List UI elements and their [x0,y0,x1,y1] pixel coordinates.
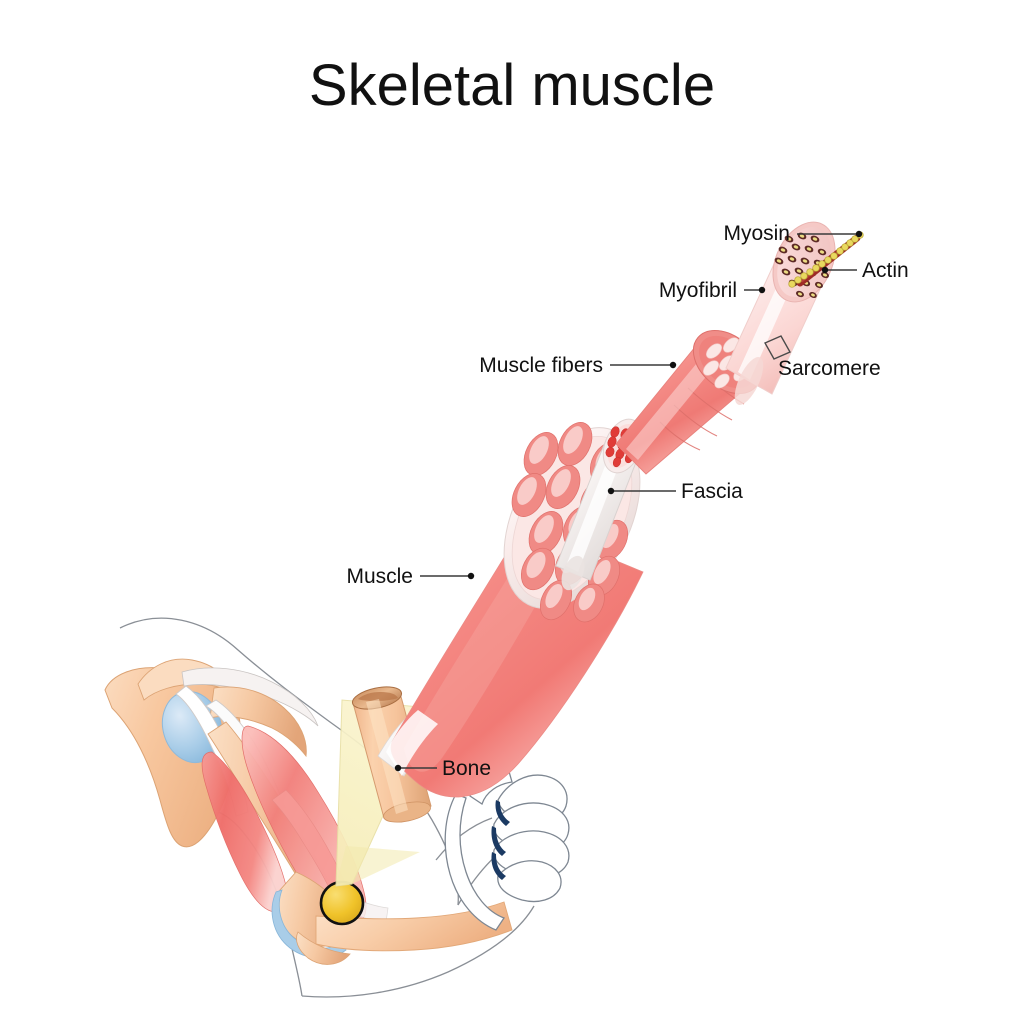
label-myosin: Myosin [723,222,863,245]
elbow-cartilage [271,889,347,959]
label-fascia: Fascia [607,480,743,503]
label-bone: Bone [394,757,491,780]
olecranon [296,931,351,965]
actin-label-text: Actin [862,259,909,282]
bone-label-text: Bone [442,757,491,780]
magnifier-cone-fold [336,846,420,886]
page-title: Skeletal muscle [309,53,715,118]
humerus-proximal [209,686,307,758]
myofibril-tapered-end [734,357,764,405]
bone-trabeculae [358,692,398,701]
label-muscle: Muscle [346,565,475,588]
sarcomere-bracket [764,335,791,360]
actin-leader-dot [821,266,829,274]
arm-anatomy [104,617,570,998]
myofibril-label-text: Myofibril [659,279,737,302]
myosin-leader-dot [855,230,863,238]
muscle-label-text: Muscle [346,565,413,588]
fascia-highlight [566,448,624,572]
fascia-label-text: Fascia [681,480,743,503]
muscle-fibers-label-text: Muscle fibers [479,354,603,377]
myofibril-cylinder [725,221,864,405]
fascicle-lower-end [561,555,585,591]
hand-shadow [491,800,510,880]
muscle-fiber-bundle [615,329,762,475]
muscle-cone [377,422,644,798]
label-myofibril: Myofibril [659,279,766,302]
sarcomere-label-text: Sarcomere [778,357,881,380]
myosin-filament [788,231,864,288]
label-sarcomere: Sarcomere [778,357,881,380]
myofibril-leader-dot [758,286,766,294]
muscle-tendon-fade [386,710,438,776]
muscle-fibers-leader-dot [669,361,677,369]
muscle-leader-dot [467,572,475,580]
myosin-label-text: Myosin [723,222,790,245]
bone-leader-dot [394,764,402,772]
fiber-highlight [626,352,718,460]
magnifier-highlight-circle [319,880,365,926]
forearm-bones [315,901,513,952]
label-muscle-fibers: Muscle fibers [479,354,677,377]
hand-fist [444,767,570,931]
fascia-leader-dot [607,487,615,495]
label-actin: Actin [821,259,909,282]
